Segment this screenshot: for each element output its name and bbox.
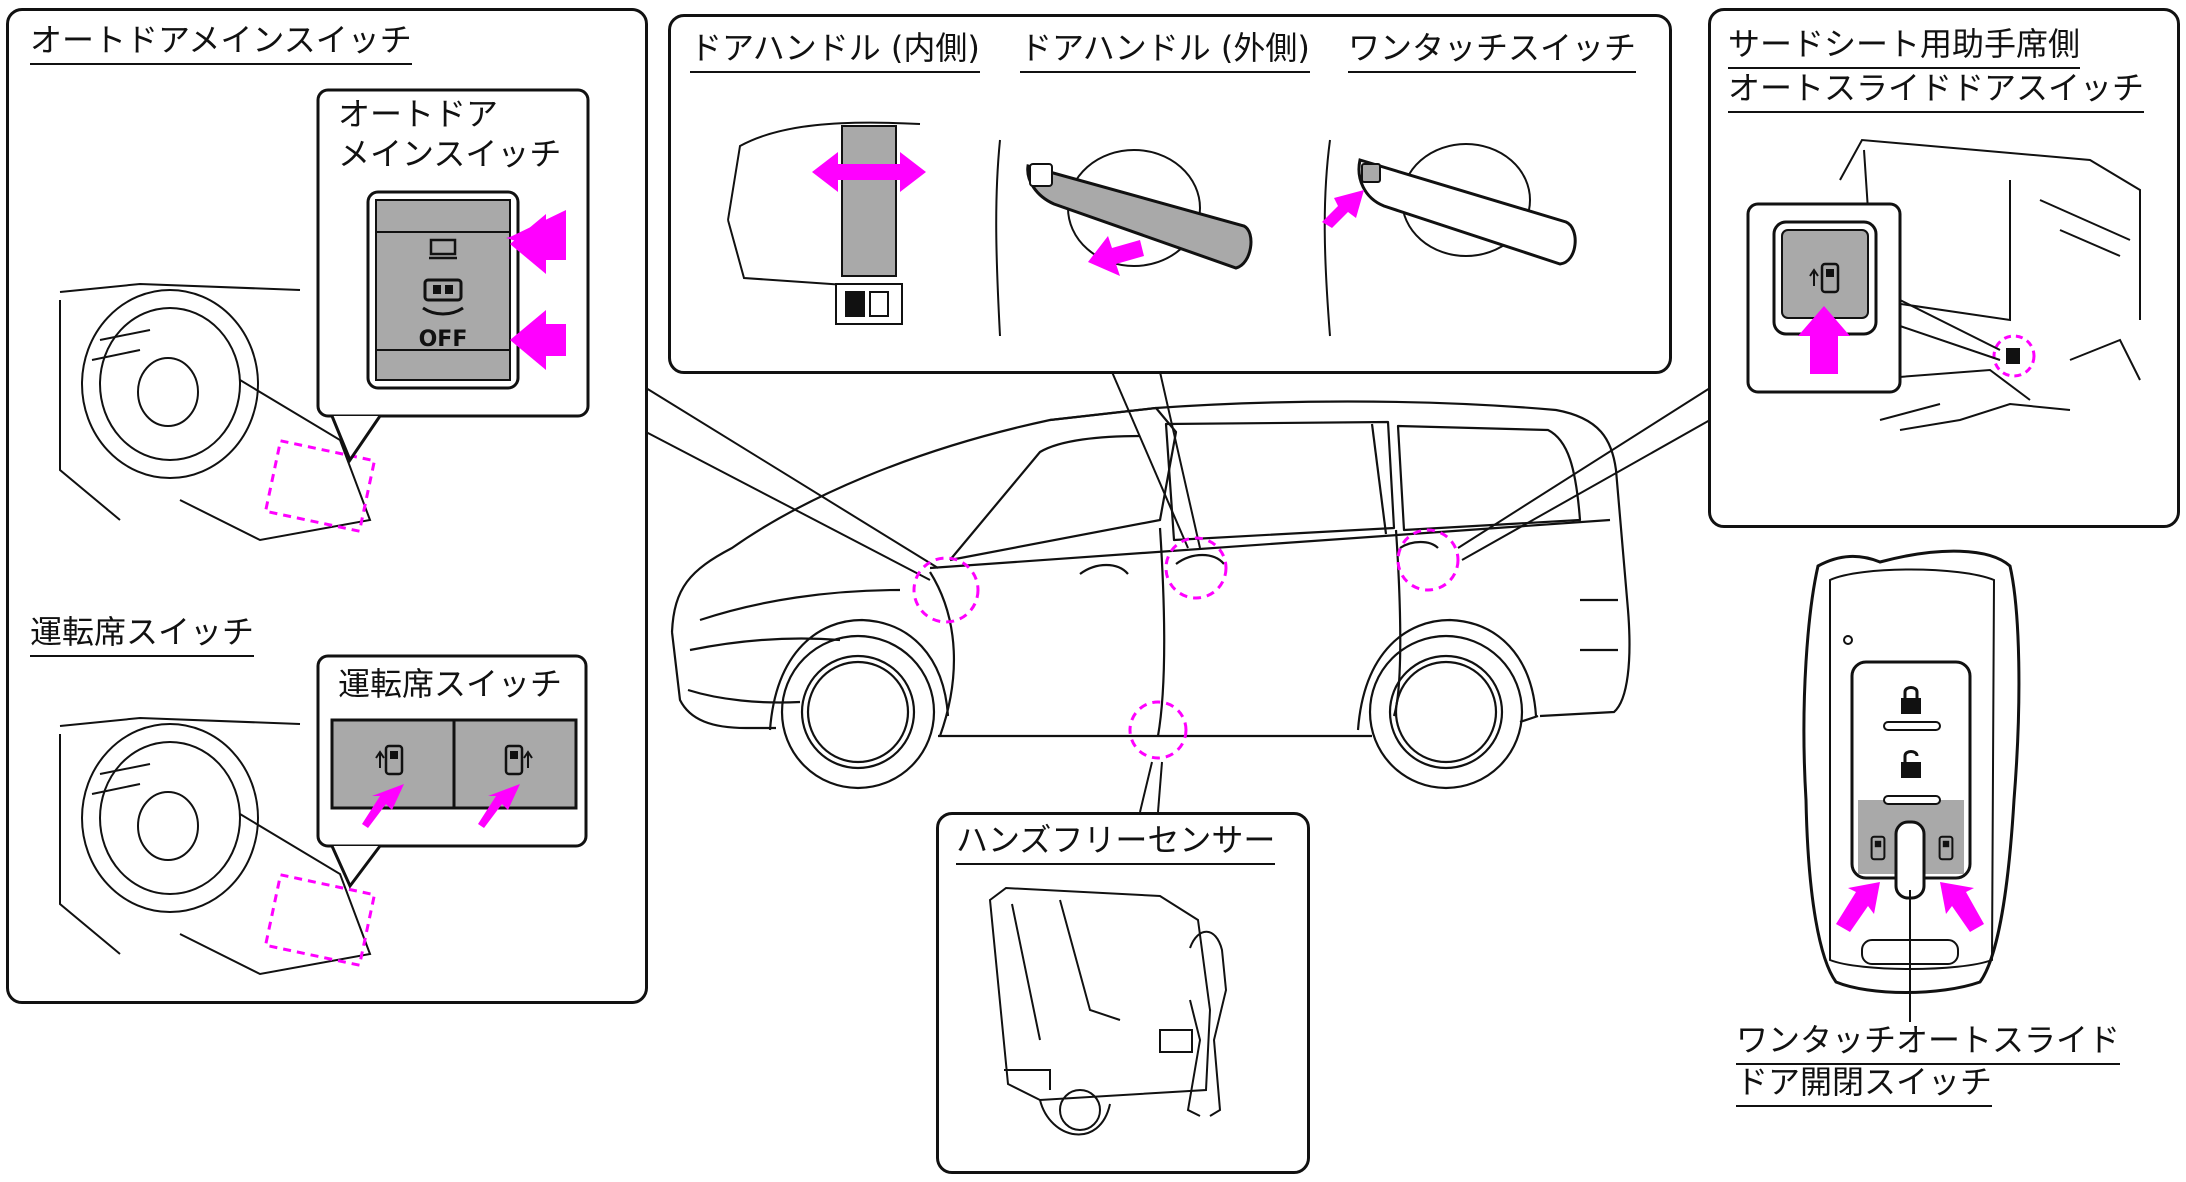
car-wheels xyxy=(768,618,1538,790)
fob-left-arrow xyxy=(1836,882,1880,932)
key-fob-caption-line1: ワンタッチオートスライド xyxy=(1736,1022,2121,1065)
unlock-icon xyxy=(1901,750,1921,778)
hands-free-scene-drawing xyxy=(988,886,1228,1136)
driver-switch-title: 運転席スイッチ xyxy=(30,614,255,657)
third-seat-switch-spot xyxy=(1992,334,2036,378)
door-auto-icon xyxy=(429,238,457,260)
main-switch-location-highlight xyxy=(263,439,377,533)
dashboard-bottom xyxy=(59,716,372,976)
third-seat-title-line2: オートスライドドアスイッチ xyxy=(1728,70,2145,113)
arrow-left-driver-switch xyxy=(362,784,404,828)
third-seat-switch-highlight xyxy=(1396,528,1460,592)
outer-handle-pull-arrow xyxy=(1088,236,1144,276)
third-seat-up-arrow xyxy=(1798,306,1850,374)
key-fob-caption-line2: ドア開閉スイッチ xyxy=(1736,1064,1993,1107)
inner-handle-double-arrow xyxy=(812,152,926,192)
third-seat-title-line1: サードシート用助手席側 xyxy=(1728,26,2081,69)
inner-handle-drawing xyxy=(727,121,921,325)
dashboard-top xyxy=(59,282,372,542)
third-seat-switch-callout xyxy=(1746,202,2001,394)
fob-right-arrow xyxy=(1940,882,1984,932)
callout-lines xyxy=(645,371,1711,813)
driver-switch-callout xyxy=(316,654,588,889)
arrow-pointing-switch-lower xyxy=(510,310,566,370)
off-label: OFF xyxy=(419,327,468,352)
handle-outer-highlight xyxy=(1164,536,1228,600)
car-highlight-circles xyxy=(912,528,1460,760)
hands-free-sensor-highlight xyxy=(1128,700,1188,760)
lock-icon xyxy=(1901,686,1921,714)
one-touch-switch-label: ワンタッチスイッチ xyxy=(1348,30,1637,73)
door-main-icon xyxy=(422,278,464,316)
third-seat-slide-door-icon xyxy=(1809,262,1840,294)
inner-handle-label: ドアハンドル (内側) xyxy=(690,30,980,73)
one-touch-press-arrow xyxy=(1322,190,1364,228)
outer-handle-label: ドアハンドル (外側) xyxy=(1020,30,1310,73)
one-touch-switch-drawing xyxy=(1323,139,1577,337)
left-slide-door-icon xyxy=(375,744,404,776)
arrow-pointing-switch-upper xyxy=(510,214,566,274)
main-switch-callout-line2: メインスイッチ xyxy=(338,135,562,173)
hands-free-sensor-title: ハンズフリーセンサー xyxy=(956,822,1276,865)
car-outline xyxy=(670,400,1631,738)
driver-switch-callout-label: 運転席スイッチ xyxy=(338,665,563,703)
arrow-right-driver-switch xyxy=(478,784,520,828)
main-switch-title: オートドアメインスイッチ xyxy=(30,22,412,65)
right-slide-door-icon xyxy=(504,744,533,776)
fob-center-slot xyxy=(1894,820,1926,900)
outer-handle-drawing xyxy=(995,139,1253,337)
main-switch-callout-line1: オートドア xyxy=(338,95,499,133)
key-fob xyxy=(1802,549,2021,1022)
handle-inner-highlight xyxy=(912,556,980,624)
driver-switch-location-highlight xyxy=(263,873,377,967)
